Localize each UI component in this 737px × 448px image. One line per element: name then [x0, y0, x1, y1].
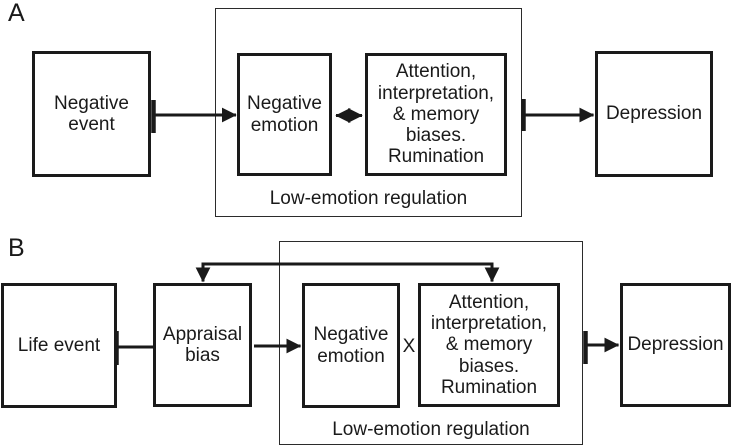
panel-a-label: A: [8, 0, 25, 27]
panel-b-attention-biases-box: Attention, interpretation, & memory bias…: [418, 283, 560, 407]
panel-b-negative-emotion-box: Negative emotion: [302, 283, 400, 408]
panel-a-attention-biases-box: Attention, interpretation, & memory bias…: [365, 53, 507, 176]
panel-b-depression-box: Depression: [620, 283, 731, 407]
panel-b-interaction-x-symbol: X: [402, 336, 416, 357]
panel-b-low-emotion-regulation-container: [279, 241, 583, 445]
panel-a-depression-box: Depression: [595, 51, 713, 177]
panel-b-container-label: Low-emotion regulation: [332, 419, 530, 440]
panel-a-container-label: Low-emotion regulation: [269, 188, 468, 209]
panel-b-label: B: [8, 234, 25, 262]
panel-b-appraisal-bias-box: Appraisal bias: [153, 283, 252, 407]
panel-a-negative-event-box: Negative event: [32, 51, 151, 177]
panel-a-negative-emotion-box: Negative emotion: [237, 53, 332, 176]
panel-b-life-event-box: Life event: [1, 283, 117, 408]
